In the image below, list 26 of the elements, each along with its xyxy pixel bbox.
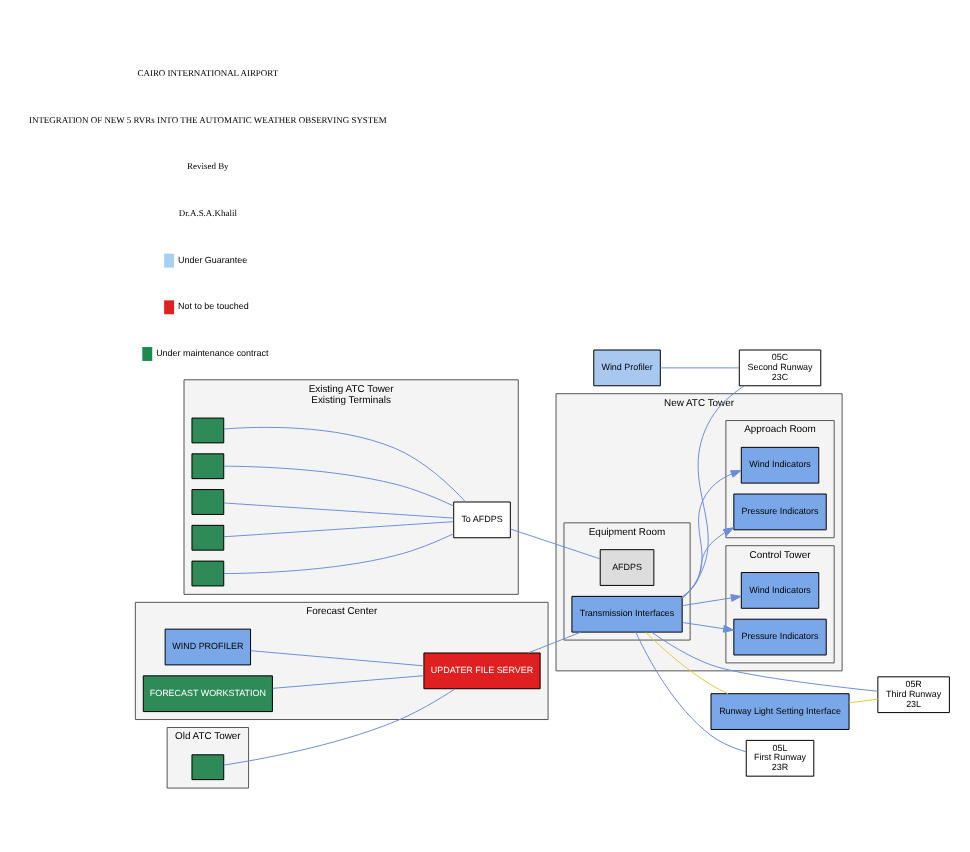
- connector: [223, 502, 454, 519]
- node-box: [191, 524, 225, 551]
- node-box: [191, 453, 225, 480]
- connector: [635, 631, 747, 753]
- connector: [223, 533, 454, 575]
- connector: [223, 521, 454, 538]
- arrow: [682, 594, 742, 607]
- node-box: [191, 489, 225, 515]
- arrow: [682, 622, 735, 633]
- connector: [223, 426, 467, 503]
- node-box: [191, 560, 225, 587]
- connector: [223, 688, 456, 766]
- connector: [659, 367, 740, 369]
- connector: [651, 631, 879, 692]
- arrow: [681, 470, 742, 599]
- connector: [681, 385, 745, 599]
- connector: [223, 465, 454, 507]
- connector: [510, 528, 601, 560]
- connector: [848, 698, 879, 704]
- node-box: [191, 754, 225, 781]
- connector: [250, 650, 425, 667]
- connector: [527, 631, 582, 654]
- connector: [272, 675, 425, 689]
- connector: [645, 631, 729, 695]
- arrow: [681, 527, 735, 598]
- node-box: [191, 417, 225, 444]
